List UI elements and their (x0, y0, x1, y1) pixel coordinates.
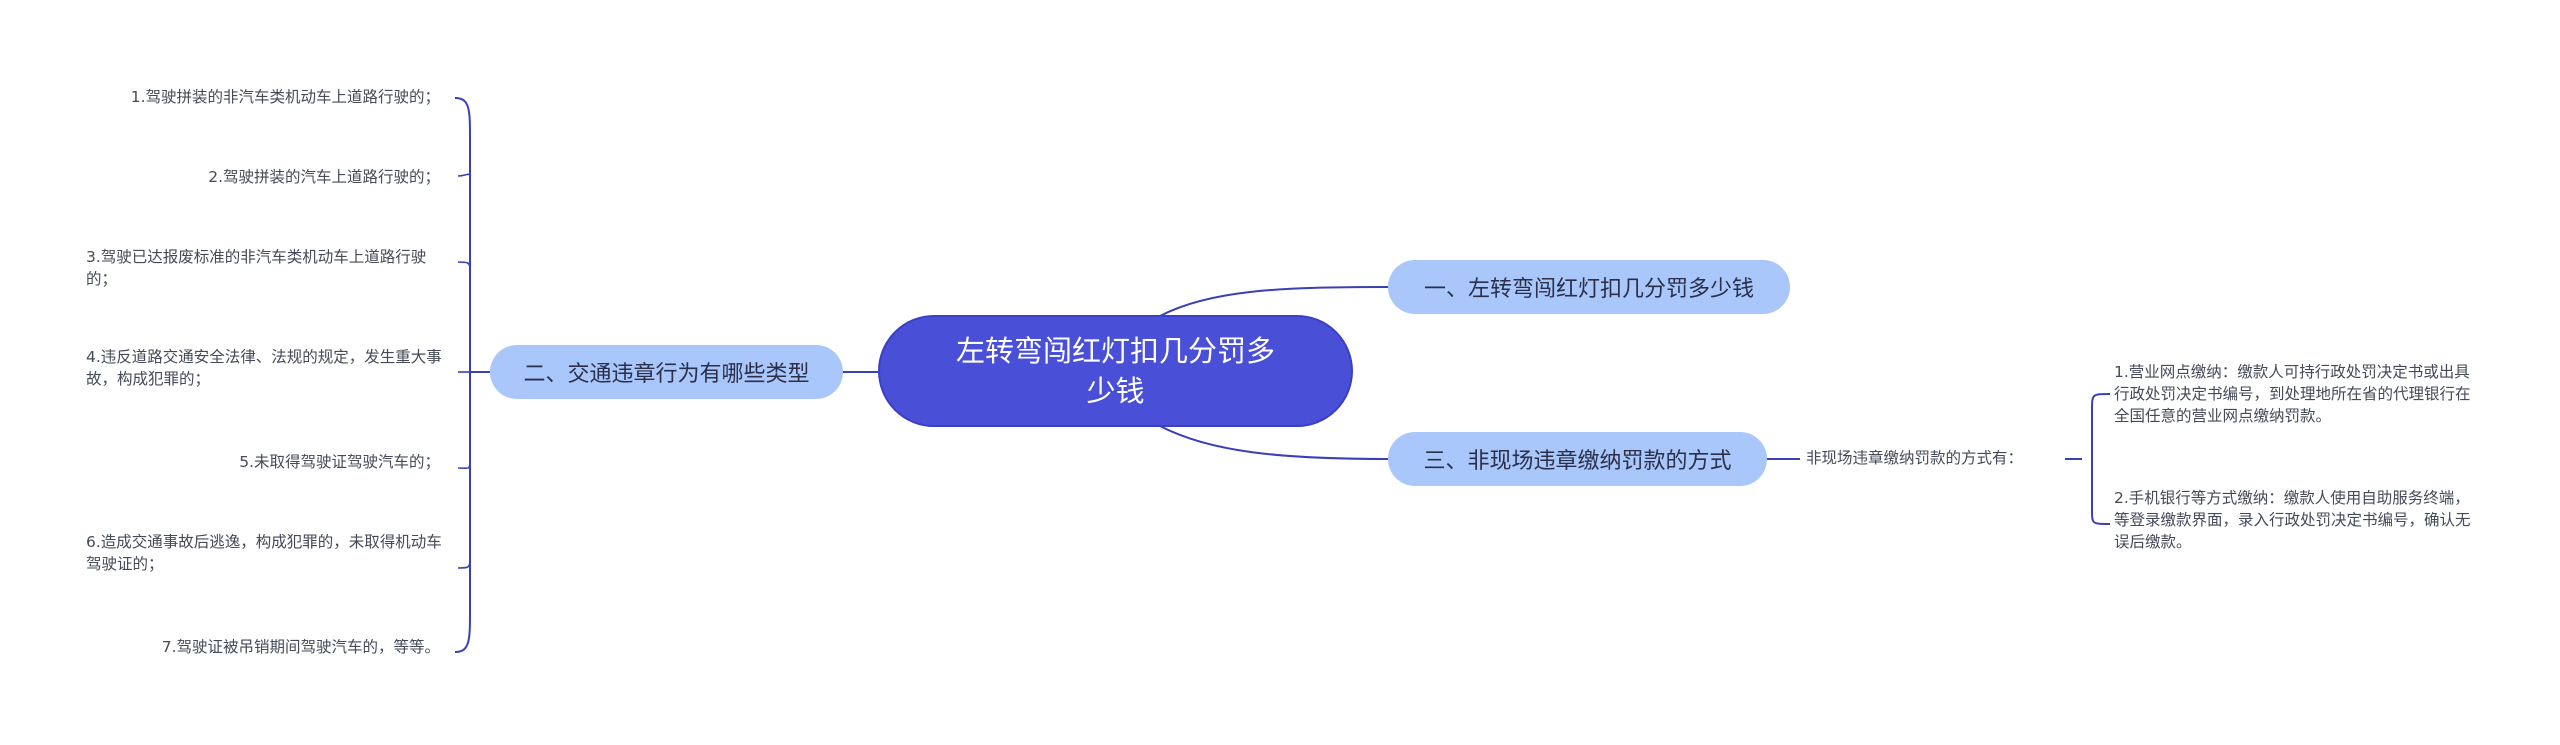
payment-item-2-text: 2.手机银行等方式缴纳：缴款人使用自助服务终端，等登录缴款界面，录入行政处罚决定… (2114, 489, 2471, 551)
violation-item-3[interactable]: 3.驾驶已达报废标准的非汽车类机动车上道路行驶的； (86, 246, 446, 290)
tick-left-4 (457, 461, 471, 470)
violation-item-2[interactable]: 2.驾驶拼装的汽车上道路行驶的； (80, 166, 440, 188)
violation-item-6-text: 6.造成交通事故后逃逸，构成犯罪的，未取得机动车驾驶证的； (86, 533, 442, 573)
tick-left-1 (457, 173, 471, 181)
violation-item-4-text: 4.违反道路交通安全法律、法规的规定，发生重大事故，构成犯罪的； (86, 348, 442, 388)
payment-item-2[interactable]: 2.手机银行等方式缴纳：缴款人使用自助服务终端，等登录缴款界面，录入行政处罚决定… (2114, 487, 2480, 553)
violation-item-7-text: 7.驾驶证被吊销期间驾驶汽车的，等等。 (161, 638, 440, 656)
bracket-left (454, 97, 471, 653)
branch-topic-2-label: 二、交通违章行为有哪些类型 (523, 362, 810, 387)
connector-central-b1 (1159, 286, 1389, 317)
connector-central-b3 (1159, 425, 1389, 460)
violation-item-5[interactable]: 5.未取得驾驶证驾驶汽车的； (80, 451, 440, 473)
branch-topic-2[interactable]: 二、交通违章行为有哪些类型 (490, 345, 843, 399)
violation-item-7[interactable]: 7.驾驶证被吊销期间驾驶汽车的，等等。 (80, 636, 440, 658)
subtopic-payment-methods-label: 非现场违章缴纳罚款的方式有： (1806, 449, 2024, 467)
branch-topic-1[interactable]: 一、左转弯闯红灯扣几分罚多少钱 (1388, 260, 1790, 314)
payment-item-1[interactable]: 1.营业网点缴纳：缴款人可持行政处罚决定书或出具行政处罚决定书编号，到处理地所在… (2114, 361, 2480, 427)
payment-item-1-text: 1.营业网点缴纳：缴款人可持行政处罚决定书或出具行政处罚决定书编号，到处理地所在… (2114, 363, 2471, 425)
violation-item-3-text: 3.驾驶已达报废标准的非汽车类机动车上道路行驶的； (86, 248, 427, 288)
violation-item-5-text: 5.未取得驾驶证驾驶汽车的； (239, 453, 440, 471)
branch-topic-3[interactable]: 三、非现场违章缴纳罚款的方式 (1388, 432, 1767, 486)
branch-topic-1-label: 一、左转弯闯红灯扣几分罚多少钱 (1423, 277, 1754, 302)
violation-item-4[interactable]: 4.违反道路交通安全法律、法规的规定，发生重大事故，构成犯罪的； (86, 346, 446, 390)
tick-left-5 (457, 559, 471, 569)
violation-item-1[interactable]: 1.驾驶拼装的非汽车类机动车上道路行驶的； (80, 86, 440, 108)
violation-item-2-text: 2.驾驶拼装的汽车上道路行驶的； (208, 168, 440, 186)
tick-left-2 (457, 261, 471, 271)
subtopic-payment-methods[interactable]: 非现场违章缴纳罚款的方式有： (1806, 447, 2023, 469)
central-topic[interactable]: 左转弯闯红灯扣几分罚多少钱 (878, 315, 1353, 427)
violation-item-6[interactable]: 6.造成交通事故后逃逸，构成犯罪的，未取得机动车驾驶证的； (86, 531, 446, 575)
bracket-right (2091, 393, 2111, 525)
branch-topic-3-label: 三、非现场违章缴纳罚款的方式 (1423, 449, 1732, 474)
central-topic-label: 左转弯闯红灯扣几分罚多少钱 (955, 334, 1275, 408)
violation-item-1-text: 1.驾驶拼装的非汽车类机动车上道路行驶的； (130, 88, 440, 106)
